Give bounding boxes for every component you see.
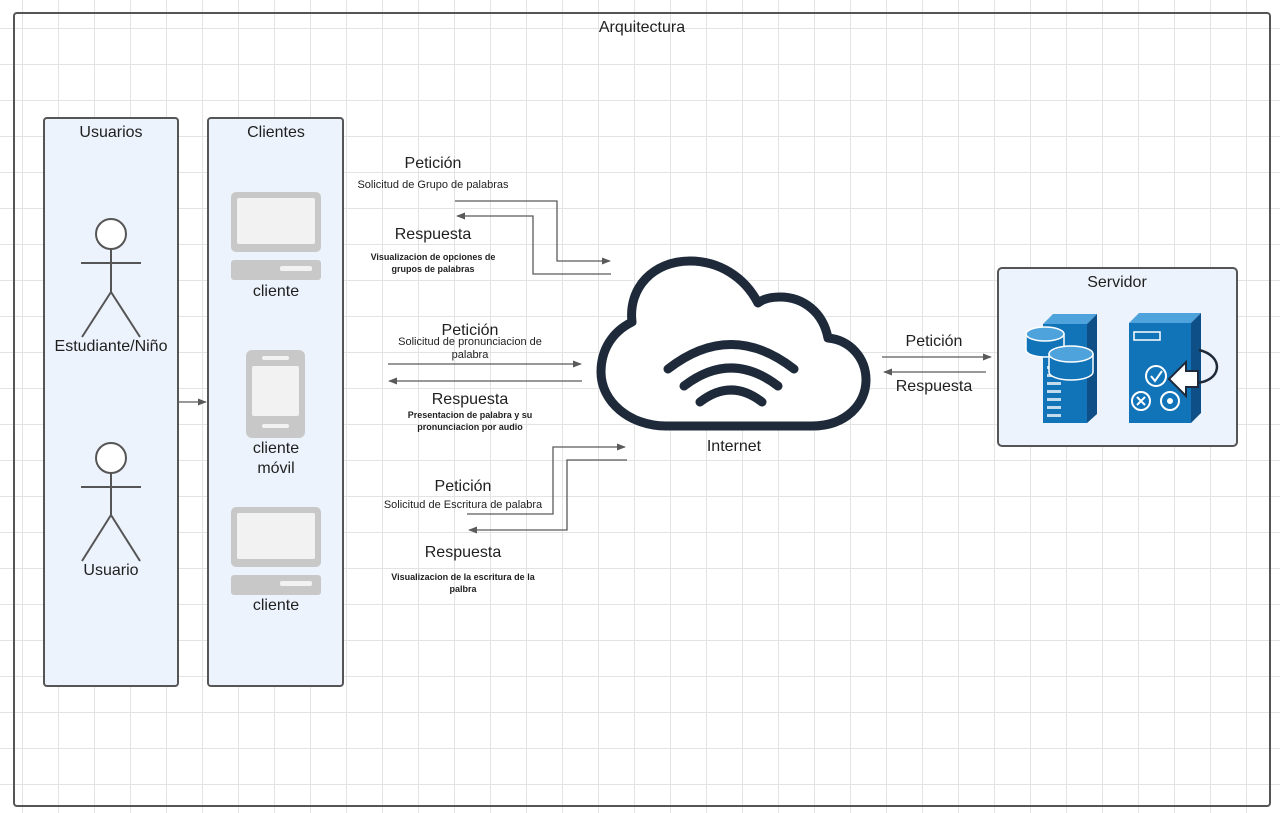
actor-student-label: Estudiante/Niño [55,338,168,355]
flow-escritura: Petición Solicitud de Escritura de palab… [384,443,627,594]
actor-user-label: Usuario [83,562,138,579]
database-server-icon [1025,314,1097,423]
client-label-1: cliente [253,283,299,300]
user-actor-icon [81,442,141,562]
flow3-respuesta-desc-line2: palbra [449,584,477,594]
usuarios-title: Usuarios [79,124,142,141]
mobile-phone-icon [246,350,305,438]
flow1-respuesta-desc-line2: grupos de palabras [391,264,474,274]
servidor-box: Servidor [997,267,1238,447]
flow1-request-arrow [455,200,611,265]
clientes-title: Clientes [247,124,305,141]
usuarios-lane: Usuarios Estudiante/Niño Usuario [43,117,179,687]
flow2-peticion-label: Petición [442,322,499,339]
server-peticion-label: Petición [906,333,963,350]
flow1-respuesta-label: Respuesta [395,226,472,243]
flow-grupo-palabras: Petición Solicitud de Grupo de palabras … [357,155,611,275]
flow3-respuesta-desc-line1: Visualizacion de la escritura de la [391,572,535,582]
student-actor-icon [81,218,141,338]
flow2-peticion-desc-line1: Solicitud de pronunciacion de [398,336,542,348]
flow1-peticion-desc: Solicitud de Grupo de palabras [357,179,509,191]
flow1-response-arrow [456,212,611,275]
flow3-response-arrow [468,459,627,534]
flow2-respuesta-desc-line1: Presentacion de palabra y su [408,410,533,420]
client-label-2: cliente [253,597,299,614]
flow3-respuesta-label: Respuesta [425,544,502,561]
flow2-respuesta-label: Respuesta [432,391,509,408]
mobile-client-label-line2: móvil [257,460,294,477]
internet-label: Internet [707,438,762,455]
mobile-client-label-line1: cliente [253,440,299,457]
server-respuesta-label: Respuesta [896,378,973,395]
internet-server-link: Petición Respuesta [882,333,992,395]
flow2-peticion-desc-line2: palabra [452,349,490,361]
flow3-request-arrow [467,443,626,515]
flow1-respuesta-desc-line1: Visualizacion de opciones de [371,252,496,262]
flow2-respuesta-desc-line2: pronunciacion por audio [417,422,523,432]
diagram-title: Arquitectura [599,19,685,36]
flow3-peticion-label: Petición [435,478,492,495]
cloud-wifi-icon [596,256,871,431]
desktop-computer-icon [231,507,321,595]
flow3-peticion-desc: Solicitud de Escritura de palabra [384,499,543,511]
flow-pronunciacion: Petición Solicitud de pronunciacion de p… [388,322,582,432]
servidor-title: Servidor [1087,274,1147,291]
application-server-icon [1129,313,1219,423]
architecture-frame [13,12,1271,807]
desktop-computer-icon [231,192,321,280]
clientes-lane: Clientes cliente cliente móvil cliente [207,117,344,687]
flow1-peticion-label: Petición [405,155,462,172]
